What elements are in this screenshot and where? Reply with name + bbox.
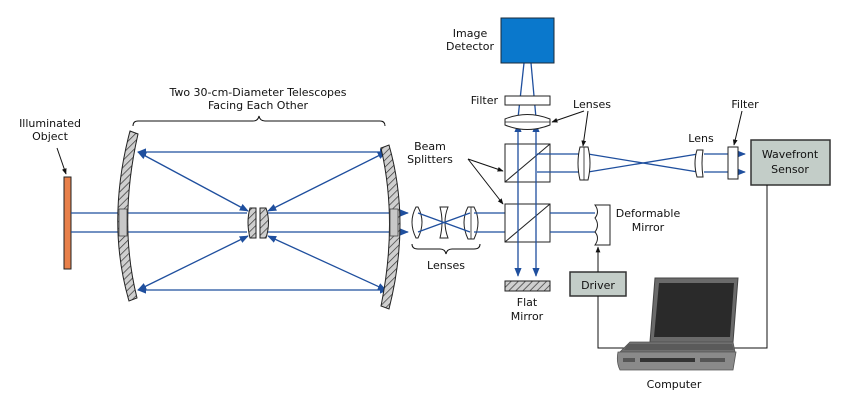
image-detector-label-1: Image (453, 27, 488, 40)
left-telescope-mirror (117, 130, 139, 302)
splitter-pointer-1 (467, 158, 504, 172)
relay-lenses (411, 206, 479, 240)
wavefront-beams (537, 150, 746, 176)
driver-box (569, 271, 627, 297)
lenses-pointer-1 (551, 110, 585, 123)
telescopes-label-2: Facing Each Other (208, 99, 309, 112)
wavefront-lens (694, 149, 704, 178)
wavefront-filter (727, 146, 739, 180)
computer-label: Computer (647, 378, 702, 391)
beam-splitters-label-1: Beam (414, 140, 446, 153)
sensor-computer-wire (730, 185, 768, 349)
object-beams (71, 209, 409, 236)
beam-splitter-lower (504, 203, 551, 243)
illuminated-object (63, 176, 72, 270)
flat-mirror-label-2: Mirror (511, 310, 544, 323)
object-pointer-arrow (56, 147, 67, 175)
telescopes-brace (132, 115, 386, 127)
lenses-pointer-2 (581, 110, 589, 147)
wavefront-sensor (750, 139, 831, 186)
flat-mirror-label-1: Flat (517, 296, 538, 309)
splitter-pointer-2 (467, 158, 504, 205)
telescopes-label-1: Two 30-cm-Diameter Telescopes (168, 86, 346, 99)
computer-laptop-icon (616, 277, 739, 371)
wavefront-relay-lens (577, 146, 591, 181)
beam-splitter-upper (504, 143, 551, 183)
illuminated-object-label-1: Illuminated (19, 117, 81, 130)
deformable-mirror (594, 204, 611, 246)
wavefront-sensor-label-1: Wavefront (762, 148, 819, 161)
filter-pointer (732, 110, 743, 146)
filter-right-label: Filter (731, 98, 759, 111)
driver-computer-wire (597, 296, 630, 349)
wavefront-sensor-label-2: Sensor (771, 163, 809, 176)
secondary-mirrors (247, 207, 269, 239)
lenses-brace (411, 243, 481, 255)
illuminated-object-label-2: Object (32, 130, 69, 143)
lens-label: Lens (688, 132, 714, 145)
top-filter (504, 95, 551, 106)
top-lens (504, 114, 551, 130)
deformable-mirror-label-2: Mirror (632, 221, 665, 234)
beam-splitters-label-2: Splitters (407, 153, 453, 166)
telescope-rays (137, 148, 389, 294)
image-detector (500, 17, 555, 64)
driver-label: Driver (581, 279, 615, 292)
image-detector-label-2: Detector (446, 40, 494, 53)
right-telescope-mirror (380, 144, 401, 310)
deformable-mirror-label-1: Deformable (616, 207, 681, 220)
lenses-bottom-label: Lenses (427, 259, 465, 272)
lenses-top-label: Lenses (573, 98, 611, 111)
filter-top-label: Filter (471, 94, 499, 107)
flat-mirror (504, 280, 551, 292)
vertical-beams (514, 62, 540, 277)
